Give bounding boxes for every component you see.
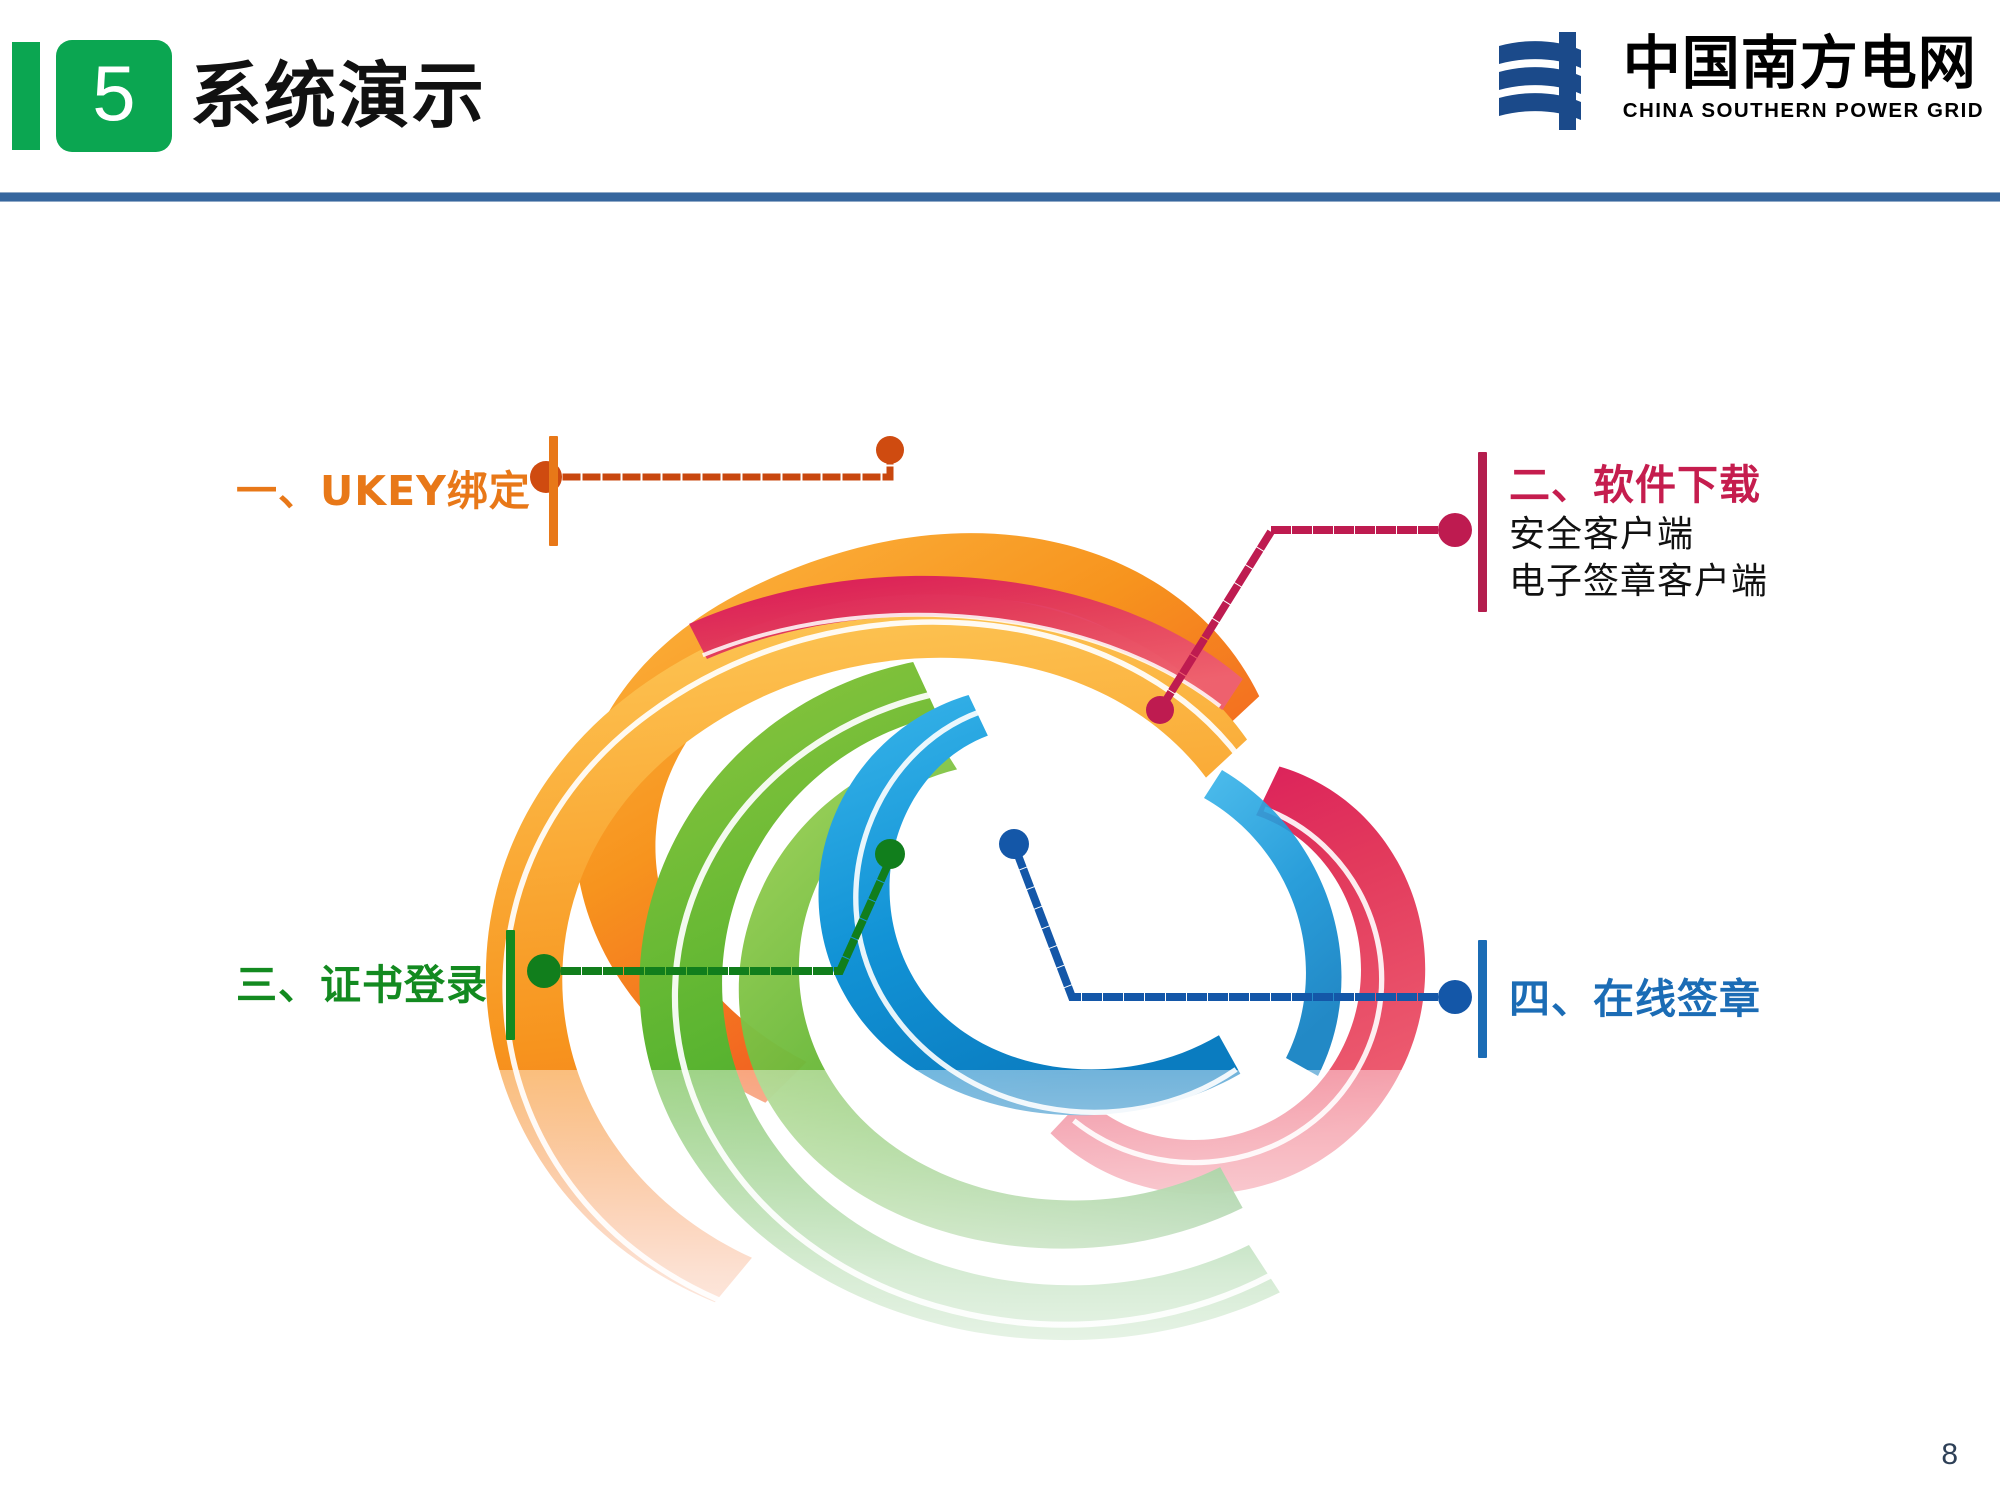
callout-1-texts: 一、UKEY绑定 xyxy=(236,436,549,546)
callout-4-accent-bar xyxy=(1478,940,1487,1058)
brand-logo: 中国南方电网 CHINA SOUTHERN POWER GRID xyxy=(1497,28,1984,133)
section-accent-bar xyxy=(12,42,40,150)
callout-2-texts: 二、软件下载 安全客户端 电子签章客户端 xyxy=(1487,452,1768,612)
callout-2-subtitle-1: 安全客户端 xyxy=(1509,514,1695,555)
blue-arm xyxy=(818,694,1342,1116)
brand-name-en: CHINA SOUTHERN POWER GRID xyxy=(1622,99,1984,122)
callout-3-texts: 三、证书登录 xyxy=(236,930,506,1040)
callout-software-download[interactable]: 二、软件下载 安全客户端 电子签章客户端 xyxy=(1478,452,1768,612)
callout-1-accent-bar xyxy=(548,436,558,546)
callout-2-title: 二、软件下载 xyxy=(1509,461,1761,509)
callout-2-accent-bar xyxy=(1478,452,1487,612)
callout-4-texts: 四、在线签章 xyxy=(1487,940,1761,1058)
spiral-graphic xyxy=(0,436,2000,1440)
page-number: 8 xyxy=(1941,1438,1958,1471)
southern-power-grid-mark-icon xyxy=(1498,32,1581,130)
diagram-stage xyxy=(0,210,2000,1440)
callout-2-subtitle-2: 电子签章客户端 xyxy=(1509,561,1769,602)
leader-1-orange xyxy=(530,436,904,493)
header-divider xyxy=(0,192,2000,202)
callout-certificate-login[interactable]: 三、证书登录 xyxy=(236,930,515,1040)
callout-3-title: 三、证书登录 xyxy=(236,961,488,1009)
brand-name-cn: 中国南方电网 xyxy=(1622,29,1977,97)
leader-2-crimson xyxy=(1146,513,1472,724)
callout-1-title: 一、UKEY绑定 xyxy=(236,467,531,515)
callout-ukey-binding[interactable]: 一、UKEY绑定 xyxy=(236,436,558,546)
callout-3-accent-bar xyxy=(506,930,515,1040)
brand-text: 中国南方电网 CHINA SOUTHERN POWER GRID xyxy=(1623,28,1984,124)
page-title: 系统演示 xyxy=(190,54,487,138)
section-number: 5 xyxy=(92,49,136,137)
section-number-badge: 5 xyxy=(56,40,172,152)
leader-3-green xyxy=(527,839,905,988)
reflection-fade xyxy=(0,1070,2000,1440)
callout-4-title: 四、在线签章 xyxy=(1509,975,1761,1023)
callout-online-signing[interactable]: 四、在线签章 xyxy=(1478,940,1761,1058)
leader-4-blue xyxy=(999,829,1472,1014)
